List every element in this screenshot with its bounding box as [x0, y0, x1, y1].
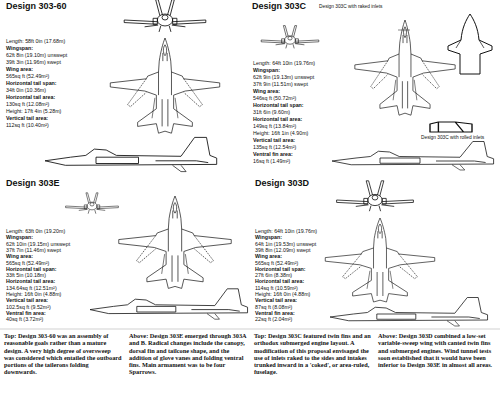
design-title: Design 303-60 [6, 1, 67, 11]
design-title: Design 303C [252, 1, 306, 11]
spec-text: Height: 16ft 0in (4.88m) [255, 291, 310, 297]
spec-text: 134.64sq ft (12.51m²) [6, 285, 57, 291]
spec-text: 130sq ft (12.08m²) [6, 101, 49, 107]
spec-text: 37ft 9in (11.51m) swept [253, 81, 308, 87]
spec-text: 114sq ft (10.59m²) [255, 285, 298, 291]
spec-text: Horizontal tail span: [253, 102, 304, 108]
spec-text: 40sq ft (3.72m²) [6, 316, 43, 322]
spec-text: 39ft 3in (11.96m) swept [6, 59, 61, 65]
spec-text: Length: 58ft 0in (17.68m) [6, 38, 65, 44]
caption: Above: Design 303D combined a low-set va… [378, 332, 496, 368]
spec-text: 37ft 7in (11.46m) swept [6, 247, 61, 253]
spec-text: 16sq ft (1.49m²) [253, 158, 290, 164]
spec-text: 149sq ft (13.84m²) [253, 123, 296, 129]
spec-text: Wing area: [253, 88, 280, 94]
spec-text: Wing area: [6, 253, 33, 259]
spec-text: Horizontal tail span: [255, 266, 306, 272]
spec-text: Horizontal tail area: [253, 116, 302, 122]
spec-text: Vertical tail area: [6, 297, 48, 303]
spec-text: 27ft 6in (8.38m) [255, 272, 292, 278]
callout-label: Design 303C with raked inlets [318, 4, 383, 9]
spec-text: 112sq ft (10.40m²) [6, 122, 49, 128]
spec-text: 546sq ft (50.72m²) [253, 95, 296, 101]
design-title: Design 303D [255, 178, 309, 188]
spec-text: 33ft 5in (10.18m) [6, 272, 46, 278]
spec-text: Horizontal tail span: [6, 80, 57, 86]
spec-text: 64ft 1in (19.53m) unswept [255, 241, 316, 247]
callout-label: Design 303C with rolled inlets [420, 135, 485, 140]
spec-text: Wingspan: [6, 45, 33, 51]
spec-text: Height: 17ft 4in (5.28m) [6, 108, 61, 114]
spec-text: 62ft 10in (19.15m) unswept [6, 241, 70, 247]
spec-text: 39ft 8in (12.09m) swept [255, 247, 310, 253]
caption: Top: Design 303C featured twin fins and … [254, 332, 372, 376]
spec-text: 565sq ft (52.49m²) [6, 73, 49, 79]
spec-text: Ventral fin area: [255, 310, 295, 316]
spec-text: 62ft 8in (19.10m) unswept [6, 52, 67, 58]
spec-text: 135sq ft (12.54m²) [253, 144, 296, 150]
spec-text: 565sq ft (52.49m²) [255, 260, 298, 266]
spec-text: Horizontal tail area: [255, 278, 304, 284]
spec-text: Length: 64ft 10in (19.76m) [255, 228, 317, 234]
design-title: Design 303E [6, 178, 60, 188]
spec-text: Wing area: [255, 253, 282, 259]
spec-text: Vertical tail area: [253, 137, 295, 143]
spec-text: Wingspan: [253, 67, 280, 73]
spec-text: Horizontal tail span: [6, 266, 57, 272]
spec-text: Ventral fin area: [6, 310, 46, 316]
spec-text: Vertical tail area: [6, 115, 48, 121]
spec-text: Height: 16ft 0in (4.88m) [6, 291, 61, 297]
spec-text: Wing area: [6, 66, 33, 72]
spec-text: 87sq ft (8.08m²) [255, 304, 292, 310]
spec-text: Vertical tail area: [255, 297, 297, 303]
spec-text: 31ft 6in (9.60m) [253, 109, 290, 115]
spec-text: Ventral fin area: [253, 151, 293, 157]
spec-text: Horizontal tail area: [6, 94, 55, 100]
spec-text: 22sq ft (2.04m²) [255, 316, 292, 322]
spec-text: 565sq ft (52.49m²) [6, 260, 49, 266]
spec-text: Wingspan: [255, 234, 282, 240]
spec-text: Length: 64ft 10in (19.76m) [253, 60, 315, 66]
spec-text: 62ft 9in (19.13m) unswept [253, 74, 314, 80]
caption: Above: Design 303E emerged through 303A … [129, 332, 247, 376]
spec-text: 34ft 0in (10.36m) [6, 87, 46, 93]
spec-text: 102.5sq ft (9.52m²) [6, 304, 51, 310]
spec-text: Length: 63ft 0in (19.20m) [6, 228, 65, 234]
spec-text: Height: 16ft 1in (4.90m) [253, 130, 308, 136]
caption: Top: Design 303-60 was an assembly of re… [4, 332, 122, 376]
spec-text: Wingspan: [6, 234, 33, 240]
spec-text: Horizontal tail area: [6, 278, 55, 284]
